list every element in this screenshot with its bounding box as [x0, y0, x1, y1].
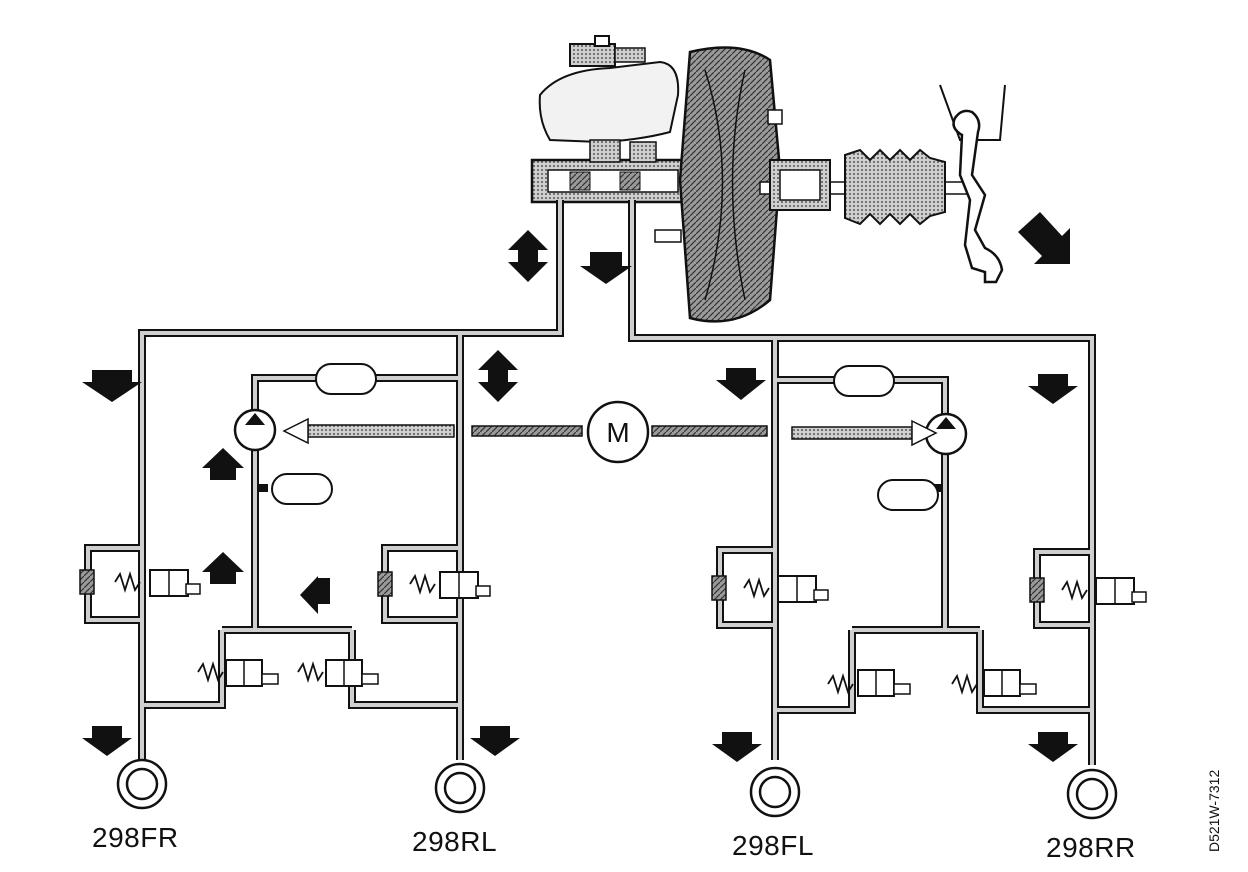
valve-rl-outlet [297, 659, 379, 687]
pump-motor: M [586, 400, 650, 464]
motor-drive [282, 417, 938, 447]
flow-arrow-down [82, 726, 132, 756]
valve-rr-inlet [1029, 577, 1147, 605]
wheel-label-rr: 298RR [1046, 832, 1136, 863]
wheel-label-rl: 298RL [412, 826, 498, 857]
flow-arrows [82, 230, 1078, 762]
flow-arrow-up [202, 552, 244, 584]
wheel-label-fr: 298FR [92, 822, 179, 853]
flow-arrow-down [716, 368, 766, 400]
flow-arrow-down [712, 732, 762, 762]
flow-arrow-down [82, 370, 142, 402]
wheel-fl [749, 766, 801, 818]
brake-pedal [939, 84, 1006, 284]
flow-arrow-left [300, 576, 330, 614]
valve-fl-inlet [711, 575, 829, 603]
wheel-cylinders [116, 758, 1118, 820]
flow-arrow-down [1028, 374, 1078, 404]
rubber-boot [844, 148, 946, 226]
motor-label: M [606, 417, 629, 448]
wheel-fr [116, 758, 168, 810]
wheel-label-fl: 298FL [732, 830, 814, 861]
accumulator-left-upper [315, 363, 377, 395]
valve-fl-outlet [827, 669, 911, 697]
flow-arrow-down [580, 252, 632, 284]
fluid-reservoir [538, 60, 680, 144]
flow-arrow-bidirectional [508, 230, 548, 282]
accumulator-right-upper [833, 365, 895, 397]
wheel-rl [434, 762, 486, 814]
pipe-network [84, 200, 1096, 765]
accumulator-left-lower [271, 473, 333, 505]
brake-booster [678, 46, 782, 323]
reservoir-cap [569, 43, 616, 67]
accumulators [271, 363, 939, 511]
wheel-rr [1066, 768, 1118, 820]
flow-arrow-up [202, 448, 244, 480]
accumulator-right-lower [877, 479, 939, 511]
master-cylinder-assembly [530, 35, 1070, 323]
pedal-force-arrow [1018, 212, 1070, 264]
valve-rr-outlet [951, 669, 1037, 697]
valve-rl-inlet [377, 571, 491, 599]
flow-arrow-down [470, 726, 520, 756]
flow-arrow-down [1028, 732, 1078, 762]
valve-fr-inlet [79, 569, 201, 597]
valve-fr-outlet [197, 659, 279, 687]
figure-code: D521W-7312 [1206, 769, 1222, 852]
flow-arrow-bidirectional [478, 350, 518, 402]
pump-left [233, 408, 277, 452]
